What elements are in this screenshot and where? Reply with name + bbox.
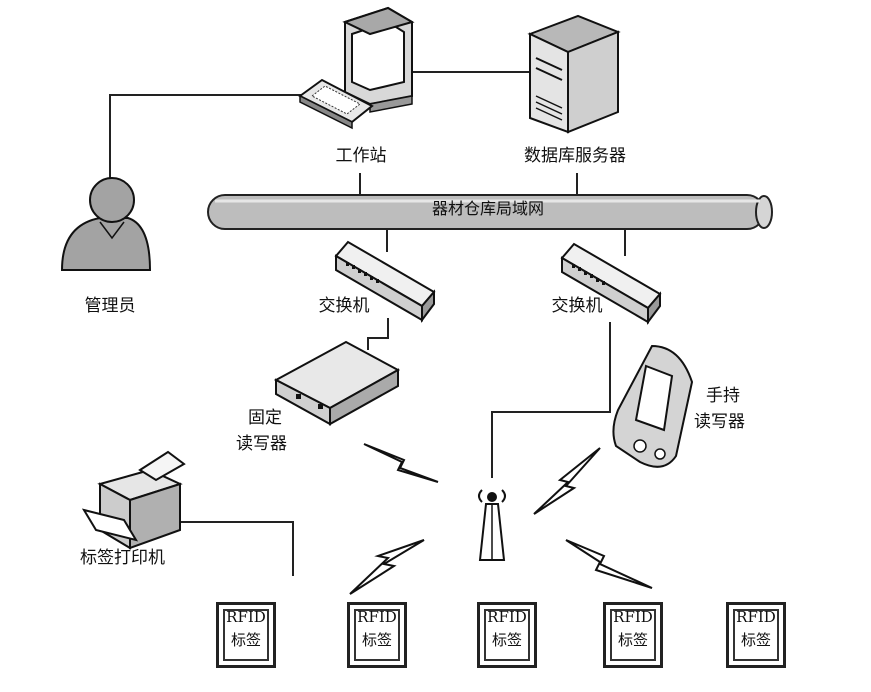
handheld-reader-label-line2: 读写器 [694, 412, 745, 432]
wireless-signal-icon [565, 539, 653, 589]
keyboard-icon [298, 78, 374, 130]
label-printer-label: 标签打印机 [80, 548, 165, 568]
rfid-tag-subtitle: 标签 [617, 631, 648, 649]
fixed-reader-icon [273, 340, 401, 426]
switch-right-icon [560, 242, 662, 325]
database-server-icon [527, 14, 621, 134]
administrator-icon [60, 177, 152, 271]
rfid-tag-title: RFID [357, 608, 397, 626]
link-switch-fixed-reader [367, 318, 389, 350]
handheld-reader-icon [612, 344, 694, 468]
switch-left-label: 交换机 [318, 296, 370, 316]
lan-bus [207, 194, 773, 230]
rfid-tag-subtitle: 标签 [230, 631, 261, 649]
switch-right-label: 交换机 [551, 296, 603, 316]
database-server-label: 数据库服务器 [524, 146, 626, 166]
rfid-tag-title: RFID [613, 608, 653, 626]
connection-lines [109, 71, 626, 576]
antenna-icon [478, 489, 506, 561]
rfid-tag-subtitle: 标签 [361, 631, 392, 649]
administrator-label: 管理员 [84, 296, 136, 316]
workstation-label: 工作站 [335, 146, 387, 166]
rfid-tag: RFID 标签 [477, 602, 537, 668]
wireless-signal-icon [533, 447, 601, 515]
fixed-reader-label-line1: 固定 [248, 408, 282, 428]
rfid-tag-title: RFID [736, 608, 776, 626]
handheld-reader-label-line1: 手持 [706, 386, 740, 406]
wireless-signal-icon [349, 539, 425, 595]
workstation-monitor-icon [342, 6, 415, 113]
switch-left-icon [334, 240, 436, 323]
fixed-reader-label-line2: 读写器 [236, 434, 287, 454]
rfid-tag-subtitle: 标签 [740, 631, 771, 649]
rfid-tag: RFID 标签 [347, 602, 407, 668]
rfid-tag-title: RFID [487, 608, 527, 626]
rfid-tag: RFID 标签 [726, 602, 786, 668]
link-printer [178, 521, 294, 576]
rfid-tag-title: RFID [226, 608, 266, 626]
label-printer-icon [81, 450, 186, 550]
lan-label: 器材仓库局域网 [431, 199, 545, 218]
link-admin-keyboard [109, 94, 305, 190]
rfid-tag-subtitle: 标签 [491, 631, 522, 649]
rfid-tag: RFID 标签 [603, 602, 663, 668]
link-switch-antenna [491, 322, 611, 478]
rfid-tag: RFID 标签 [216, 602, 276, 668]
wireless-signal-icon [363, 443, 439, 483]
